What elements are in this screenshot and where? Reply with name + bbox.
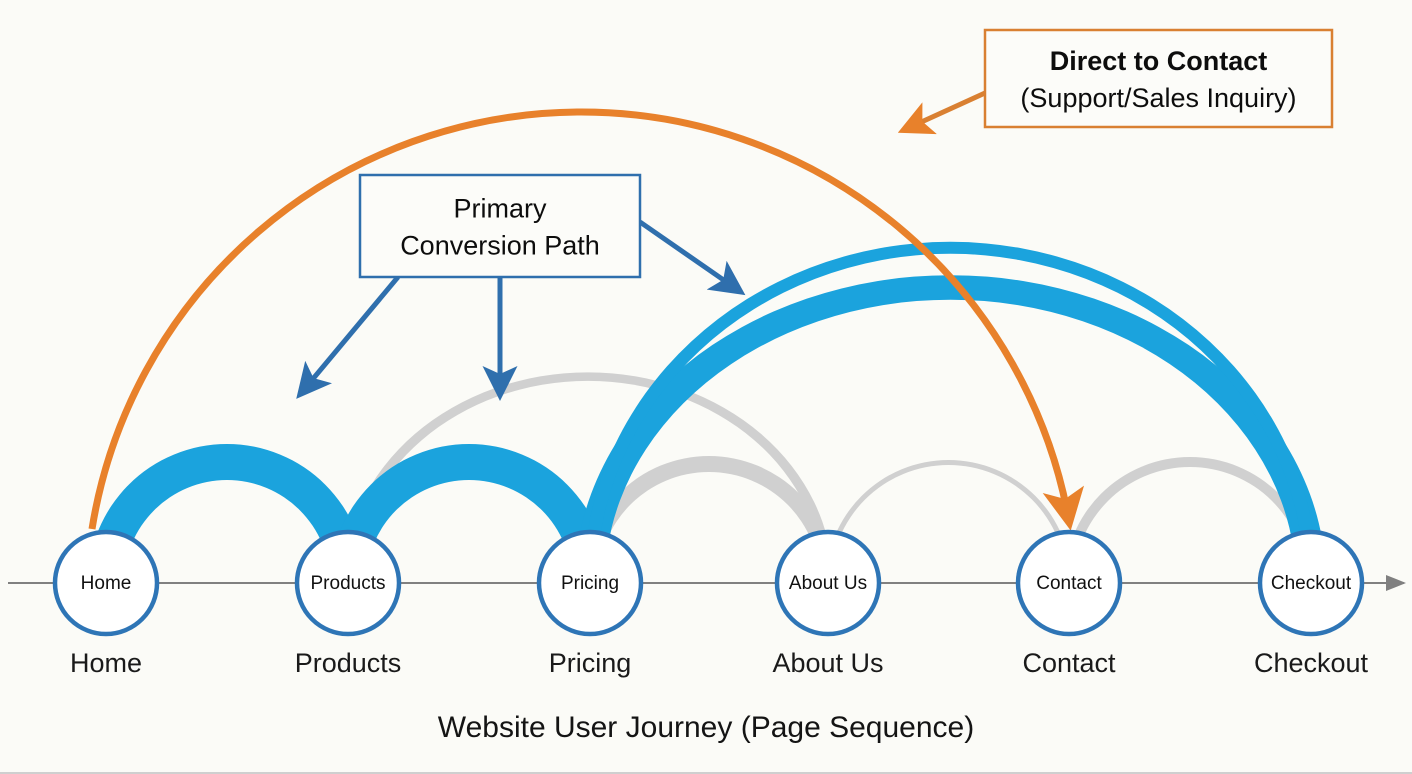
node-inner-label-pricing: Pricing [561,573,619,594]
annotation-box-primary-conversion-path[interactable] [358,173,642,279]
annotation-text-primary-conversion-path-1: Conversion Path [400,231,600,261]
node-circle-about[interactable] [774,529,882,637]
node-circle-checkout[interactable] [1257,529,1365,637]
flow-pricing-about [582,456,836,583]
annotation-text-direct-to-contact-1: (Support/Sales Inquiry) [1020,83,1296,113]
node-inner-label-contact: Contact [1036,573,1102,594]
annotation-pointer-direct-to-contact-0 [897,90,987,135]
primary-flows-layer [88,241,1326,584]
annotation-text-direct-to-contact-0: Direct to Contact [1050,46,1268,76]
annotation-box-direct-to-contact[interactable] [983,28,1334,129]
node-label-checkout: Checkout [1254,648,1369,678]
node-circle-home[interactable] [52,529,160,637]
node-label-pricing: Pricing [549,648,632,678]
flow-products-pricing [330,444,608,583]
node-circle-contact[interactable] [1015,529,1123,637]
node-home[interactable]: Home [52,529,160,637]
node-inner-label-checkout: Checkout [1271,573,1352,594]
node-label-home: Home [70,648,142,678]
node-inner-label-about: About Us [789,573,867,594]
node-circle-products[interactable] [294,529,402,637]
node-inner-label-products: Products [311,573,386,594]
diagram-caption: Website User Journey (Page Sequence) [438,711,974,744]
flow-home-products [88,444,366,583]
node-inner-label-home: Home [81,573,132,594]
flow-pricing-checkout [575,275,1326,583]
node-label-about: About Us [772,648,883,678]
node-about[interactable]: About Us [774,529,882,637]
node-checkout[interactable]: Checkout [1257,529,1365,637]
flow-home-contact [88,108,1084,531]
node-pricing[interactable]: Pricing [536,529,644,637]
annotation-pointer-primary-conversion-path-0 [296,275,400,399]
node-products[interactable]: Products [294,529,402,637]
node-contact[interactable]: Contact [1015,529,1123,637]
node-label-contact: Contact [1022,648,1116,678]
node-label-products: Products [295,648,402,678]
nodes-layer: HomeHomeProductsProductsPricingPricingAb… [52,529,1369,678]
node-circle-pricing[interactable] [536,529,644,637]
annotation-text-primary-conversion-path-0: Primary [454,194,547,224]
highlight-flow-layer [88,108,1084,531]
annotation-pointer-primary-conversion-path-2 [638,219,746,296]
secondary-flows-layer [343,372,1316,583]
